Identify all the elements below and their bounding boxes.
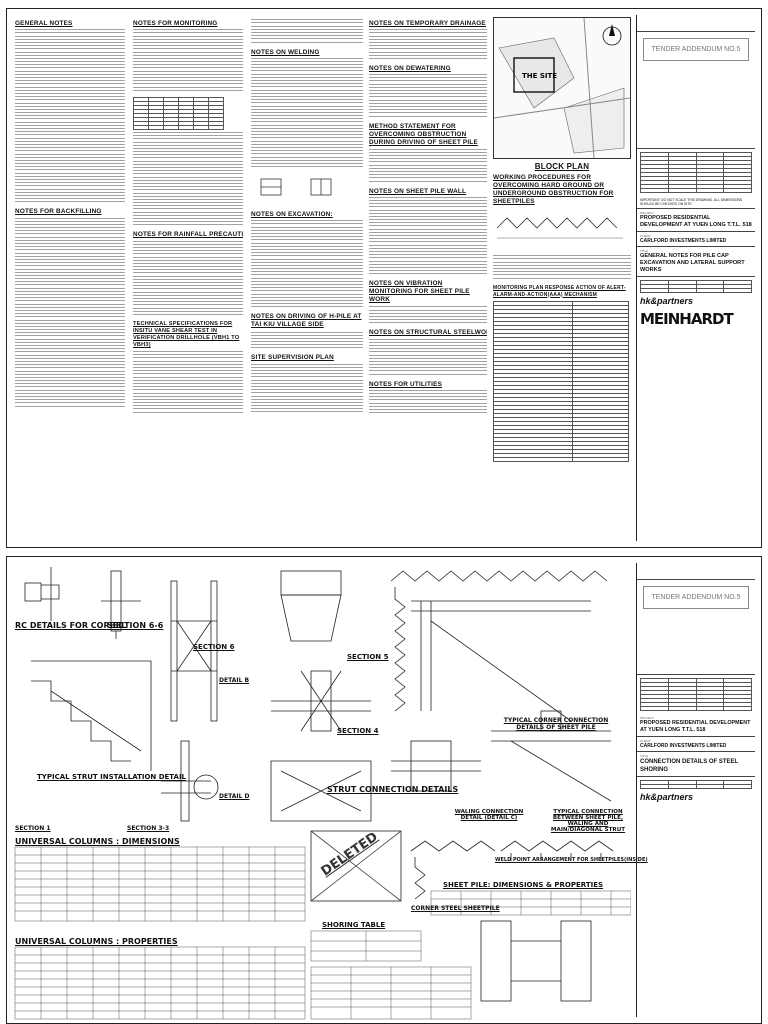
heading-notes-excavation: NOTES ON EXCAVATION: [251, 211, 333, 219]
label-waling-connection: WALING CONNECTION DETAIL (DETAIL C) [454, 809, 524, 821]
heading-notes-welding: NOTES ON WELDING [251, 48, 320, 56]
drawing-title: GENERAL NOTES FOR PILE CAP EXCAVATION AN… [640, 253, 745, 273]
heading-notes-h-pile: NOTES ON DRIVING OF H-PILE AT TAI KIU VI… [251, 313, 362, 329]
label-strut-connection: STRUT CONNECTION DETAILS [327, 785, 459, 794]
label-shoring-table: SHORING TABLE [322, 921, 386, 929]
backfilling-notes-text [15, 217, 125, 407]
welding-notes-text [251, 57, 363, 168]
important-note: IMPORTANT: DO NOT SCALE THIS DRAWING. AL… [637, 196, 755, 209]
title-block-sheet-2: TENDER ADDENDUM NO.5 PROJECT PROPOSED RE… [636, 563, 755, 1017]
heading-general-notes: GENERAL NOTES [15, 20, 73, 27]
sheetpile-procedure-sketch [496, 217, 623, 239]
label-section-5: SECTION 5 [347, 653, 389, 661]
shoring-table [310, 930, 472, 1020]
drawing-info-table-2 [640, 780, 752, 789]
heading-site-supervision: SITE SUPERVISION PLAN [251, 354, 334, 362]
excavation-notes-text [251, 220, 363, 308]
monitoring-table [133, 96, 224, 130]
project-name-2: PROPOSED RESIDENTIAL DEVELOPMENT AT YUEN… [640, 720, 751, 733]
the-site-label: THE SITE [522, 72, 557, 80]
label-uc-dimensions: UNIVERSAL COLUMNS : DIMENSIONS [15, 837, 180, 846]
client-block-2: CLIENT CARLFORD INVESTMENTS LIMITED [637, 737, 755, 752]
title-section-2: TITLE CONNECTION DETAILS OF STEEL SHORIN… [637, 752, 755, 777]
monitoring-notes-text [133, 29, 243, 91]
heading-structural: NOTES ON STRUCTURAL STEELWORKS [369, 329, 487, 337]
client-name: CARLFORD INVESTMENTS LIMITED [640, 238, 727, 244]
heading-temp-drainage: NOTES ON TEMPORARY DRAINAGE [369, 20, 486, 27]
notes-column-5: THE SITE BLOCK PLAN WORKING PROCEDURES F… [493, 17, 631, 539]
label-corner-connection: TYPICAL CORNER CONNECTION DETAILS OF SHE… [503, 717, 609, 731]
title-block-sheet-1: TENDER ADDENDUM NO.5 IMPORTANT: DO NOT S… [636, 15, 755, 541]
steel-shoring-details-drawing [14, 567, 631, 1020]
contractor-logo-2: hk&partners [640, 792, 694, 802]
drawing-title-2: CONNECTION DETAILS OF STEEL SHORING [640, 759, 739, 773]
label-section-4: SECTION 4 [337, 727, 379, 735]
aaa-table [493, 300, 630, 462]
project-block-2: PROJECT PROPOSED RESIDENTIAL DEVELOPMENT… [637, 714, 755, 737]
heading-notes-rainfall: NOTES FOR RAINFALL PRECAUTIONS [133, 231, 243, 239]
sheet-pile-properties-table [430, 890, 631, 916]
heading-tech-spec: TECHNICAL SPECIFICATIONS FOR INSITU VANE… [133, 320, 240, 348]
tender-addendum-stamp-2: TENDER ADDENDUM NO.5 [643, 586, 749, 609]
label-uc-properties: UNIVERSAL COLUMNS : PROPERTIES [15, 937, 178, 946]
notes-column-2: NOTES FOR MONITORING NOTES FOR RAINFALL … [133, 17, 243, 539]
meinhardt-logo: MEINHARDT [640, 310, 734, 328]
site-supervision-text [251, 363, 363, 413]
heading-dewatering: NOTES ON DEWATERING [369, 64, 451, 72]
block-plan-map: THE SITE [493, 17, 631, 159]
heading-notes-backfilling: NOTES FOR BACKFILLING [15, 208, 102, 216]
notes-column-1: GENERAL NOTES NOTES FOR BACKFILLING [15, 17, 125, 539]
label-corner-steel: CORNER STEEL SHEETPILE [411, 905, 500, 912]
heading-vibration: NOTES ON VIBRATION MONITORING FOR SHEET … [369, 280, 470, 304]
notes-column-3: NOTES ON WELDING NOTES ON EXCAVATION: NO… [251, 17, 363, 539]
title-section: TITLE GENERAL NOTES FOR PILE CAP EXCAVAT… [637, 247, 755, 277]
notes-column-4: NOTES ON TEMPORARY DRAINAGE NOTES ON DEW… [369, 17, 487, 539]
rainfall-notes-text [133, 240, 243, 315]
label-section-3: SECTION 3-3 [127, 825, 170, 832]
tender-addendum-stamp: TENDER ADDENDUM NO.5 [643, 38, 749, 61]
label-rc-corbel: RC DETAILS FOR CORBEL [15, 621, 127, 630]
label-sheet-pile-dims: SHEET PILE: DIMENSIONS & PROPERTIES [443, 881, 604, 889]
project-block: PROJECT PROPOSED RESIDENTIAL DEVELOPMENT… [637, 209, 755, 232]
heading-utilities: NOTES FOR UTILITIES [369, 380, 443, 388]
client-block: CLIENT CARLFORD INVESTMENTS LIMITED [637, 232, 755, 247]
heading-monitoring-plan: MONITORING PLAN RESPONSE ACTION OF ALERT… [493, 284, 626, 298]
label-section-6-6: SECTION 6-6 [107, 621, 164, 630]
drawing-info-table [640, 280, 752, 293]
heading-method-statement: METHOD STATEMENT FOR OVERCOMING OBSTRUCT… [369, 122, 478, 146]
heading-working-procedures: WORKING PROCEDURES FOR OVERCOMING HARD G… [493, 174, 614, 205]
weld-detail-sketch [260, 178, 332, 196]
uc-properties-table [14, 946, 306, 1020]
tech-spec-text [133, 351, 243, 413]
label-waling-between: TYPICAL CONNECTION BETWEEN SHEET PILE, W… [550, 809, 626, 833]
revision-table [640, 152, 752, 193]
revision-table-2 [640, 678, 752, 711]
connection-details-sheet: RC DETAILS FOR CORBEL SECTION 6-6 SECTIO… [6, 556, 762, 1024]
label-strut-installation: TYPICAL STRUT INSTALLATION DETAIL [37, 773, 187, 781]
label-weld-point: WELD POINT ARRANGEMENT FOR SHEETPILES(IN… [495, 857, 648, 863]
label-detail-d: DETAIL D [219, 793, 250, 800]
label-detail-b: DETAIL B [219, 677, 250, 684]
general-notes-sheet: GENERAL NOTES NOTES FOR BACKFILLING NOTE… [6, 8, 762, 548]
uc-dimensions-table [14, 846, 306, 922]
heading-block-plan: BLOCK PLAN [534, 162, 590, 171]
label-section-1: SECTION 1 [15, 825, 51, 832]
contractor-logo: hk&partners [640, 296, 694, 306]
label-section-6: SECTION 6 [193, 643, 235, 651]
heading-sheet-pile-wall: NOTES ON SHEET PILE WALL [369, 187, 467, 195]
project-name: PROPOSED RESIDENTIAL DEVELOPMENT AT YUEN… [640, 215, 752, 228]
client-name-2: CARLFORD INVESTMENTS LIMITED [640, 743, 727, 749]
heading-notes-monitoring: NOTES FOR MONITORING [133, 20, 218, 27]
general-notes-text [15, 29, 125, 203]
